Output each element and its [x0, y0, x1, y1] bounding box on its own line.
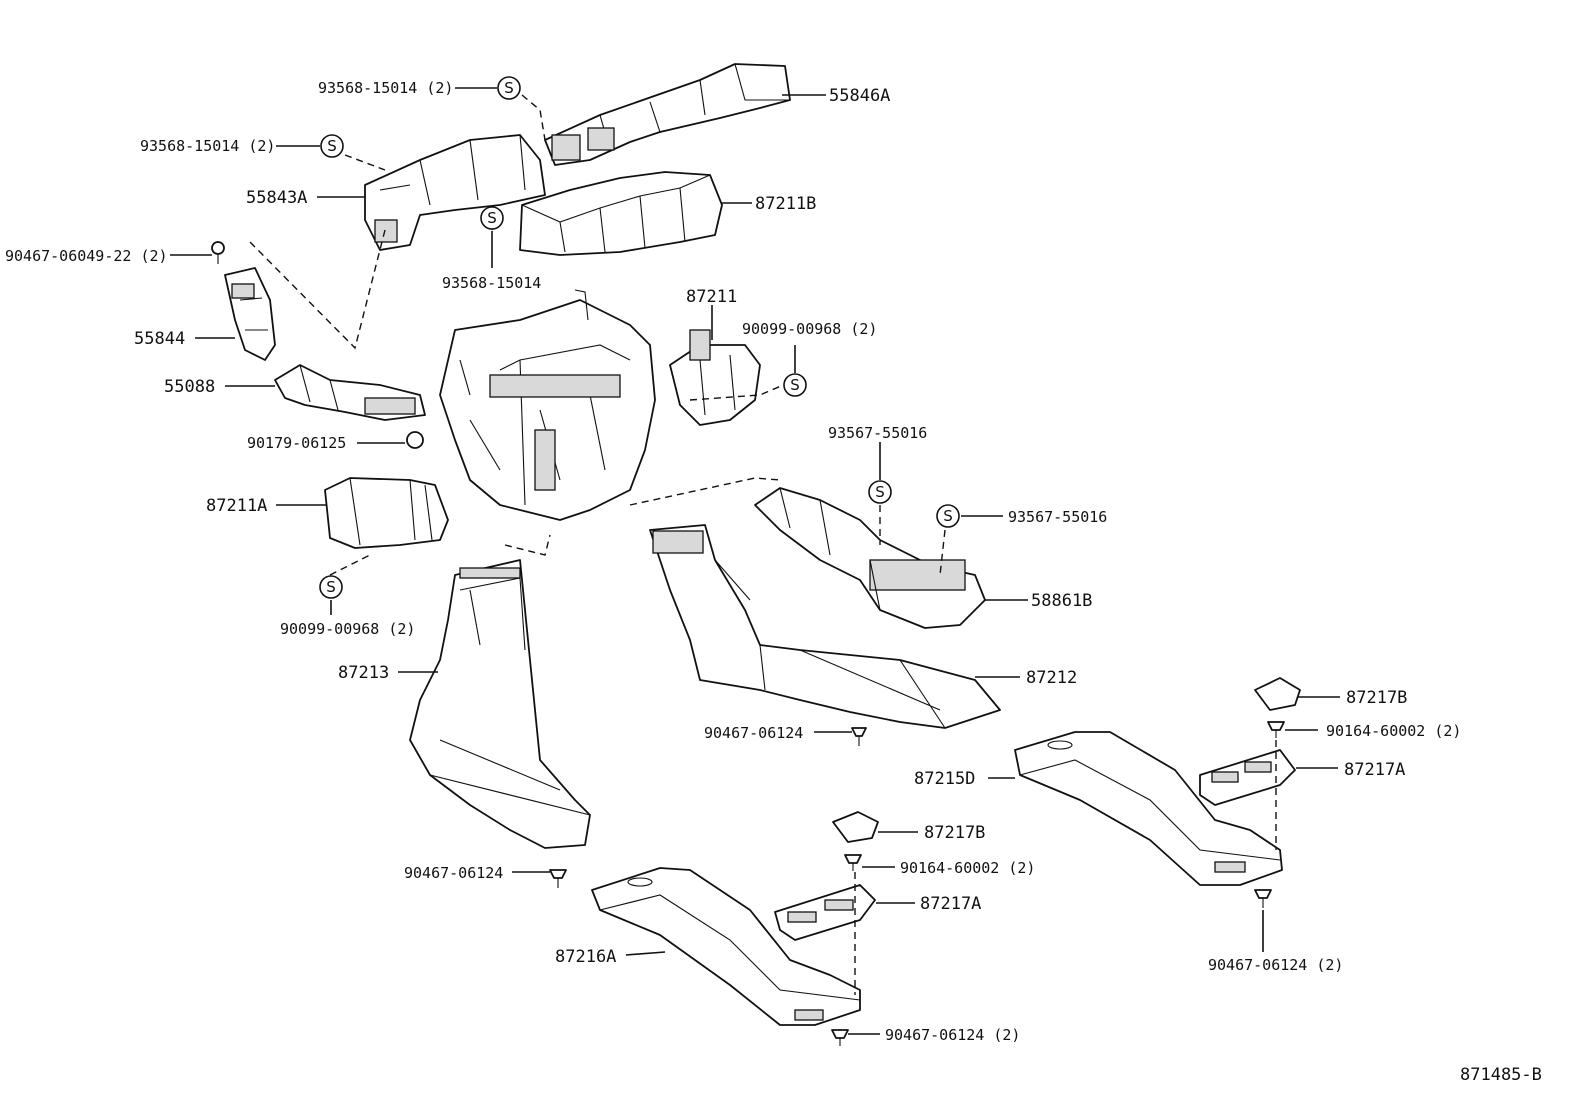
label-55846a: 55846A: [829, 86, 890, 106]
label-93568-15014-2-upper: 93568-15014 (2): [318, 79, 453, 97]
service-symbol-3: S: [480, 206, 504, 230]
part-87217a-center: [774, 884, 876, 941]
part-87211: [669, 329, 761, 426]
label-87212: 87212: [1026, 668, 1077, 688]
label-90164-60002-2-right: 90164-60002 (2): [1326, 722, 1461, 740]
part-87213: [409, 559, 591, 849]
part-87211a: [324, 477, 449, 549]
label-87217b-center: 87217B: [924, 823, 985, 843]
part-55846a: [544, 63, 791, 166]
label-87213: 87213: [338, 663, 389, 683]
label-90179-06125: 90179-06125: [247, 434, 346, 452]
part-55088: [274, 364, 426, 421]
label-93567-55016-right: 93567-55016: [1008, 508, 1107, 526]
label-90164-60002-2-center: 90164-60002 (2): [900, 859, 1035, 877]
part-87215d: [1014, 731, 1283, 886]
part-55844: [224, 267, 276, 361]
part-87217a-right: [1199, 749, 1296, 806]
label-87211: 87211: [686, 287, 737, 307]
label-55844: 55844: [134, 329, 185, 349]
service-symbol-text: S: [790, 376, 800, 394]
label-90099-00968-2-right: 90099-00968 (2): [742, 320, 877, 338]
part-55843a: [364, 134, 546, 251]
part-87212: [649, 524, 1001, 729]
label-58861b: 58861B: [1031, 591, 1092, 611]
service-symbol-text: S: [875, 483, 885, 501]
service-symbol-7: S: [319, 575, 343, 599]
label-55843a: 55843A: [246, 188, 307, 208]
label-87211a: 87211A: [206, 496, 267, 516]
part-58861b: [754, 487, 986, 629]
label-55088: 55088: [164, 377, 215, 397]
service-symbol-2: S: [320, 134, 344, 158]
label-87216a: 87216A: [555, 947, 616, 967]
fasteners: [211, 241, 1285, 1046]
drawing-number: 871485-B: [1460, 1065, 1542, 1085]
service-symbol-text: S: [943, 507, 953, 525]
part-87217b-right: [1254, 677, 1301, 711]
service-symbol-text: S: [327, 137, 337, 155]
part-87217b-center: [832, 811, 879, 843]
label-93568-15014-2-lower: 93568-15014 (2): [140, 137, 275, 155]
service-symbol-4: S: [783, 373, 807, 397]
label-93567-55016-upper: 93567-55016: [828, 424, 927, 442]
label-87215d: 87215D: [914, 769, 975, 789]
leader-lines: [170, 87, 1340, 1035]
dashed-connectors: [249, 94, 1277, 995]
label-87217a-right: 87217A: [1344, 760, 1405, 780]
label-93568-15014: 93568-15014: [442, 274, 541, 292]
label-90467-06124-center: 90467-06124: [704, 724, 803, 742]
label-90467-06124-2-right: 90467-06124 (2): [1208, 956, 1343, 974]
label-87211b: 87211B: [755, 194, 816, 214]
part-heater-unit: [439, 289, 656, 521]
label-87217b-right: 87217B: [1346, 688, 1407, 708]
service-symbol-5: S: [868, 480, 892, 504]
label-90467-06124-2-bottom: 90467-06124 (2): [885, 1026, 1020, 1044]
service-symbol-6: S: [936, 504, 960, 528]
service-symbol-text: S: [326, 578, 336, 596]
label-90467-06124-left: 90467-06124: [404, 864, 503, 882]
service-symbol-1: S: [497, 76, 521, 100]
part-87211b: [519, 171, 723, 256]
label-87217a-center: 87217A: [920, 894, 981, 914]
label-90099-00968-2-left: 90099-00968 (2): [280, 620, 415, 638]
service-symbol-text: S: [487, 209, 497, 227]
service-symbol-text: S: [504, 79, 514, 97]
part-87216a: [591, 867, 861, 1026]
label-90467-06049-22-2: 90467-06049-22 (2): [5, 247, 168, 265]
